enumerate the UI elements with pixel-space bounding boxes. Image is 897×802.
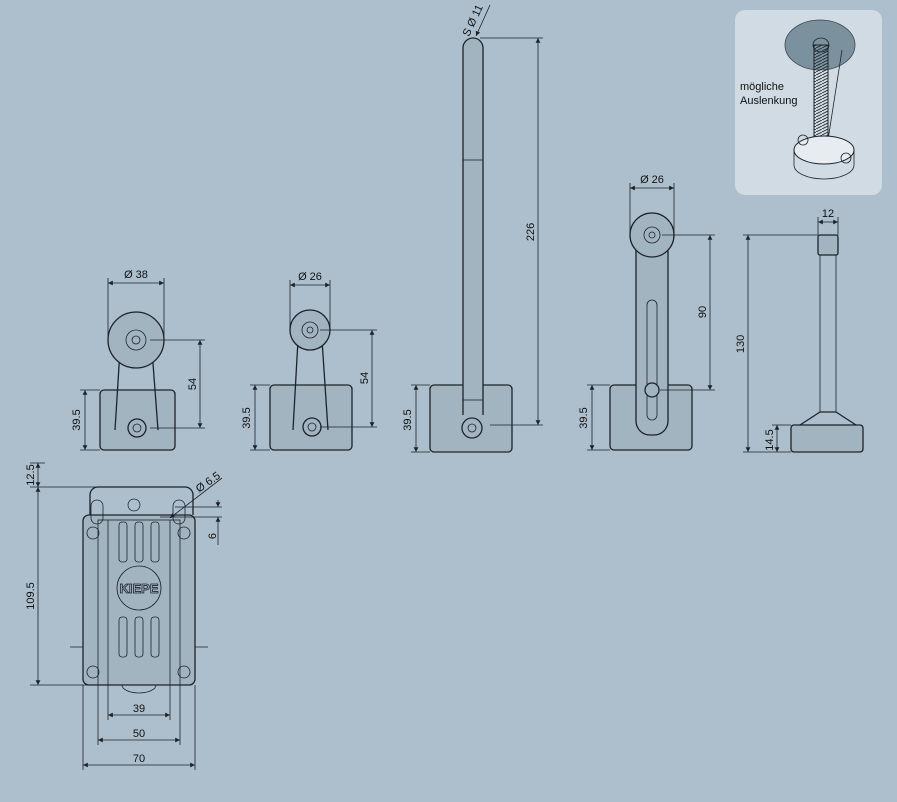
- dim-height: 90: [697, 306, 709, 318]
- view-spring-rod: 12 130 14.5: [735, 208, 864, 453]
- dim-width-mid: 50: [133, 728, 145, 740]
- dim-width-outer: 70: [133, 753, 145, 765]
- view-adjustable-roller: Ø 26 90 39.5: [578, 174, 715, 451]
- dim-diameter: Ø 26: [298, 271, 322, 283]
- dim-top-offset: 12.5: [25, 464, 37, 485]
- dim-height: 130: [735, 335, 747, 353]
- view-rod: S Ø 11 226 39.5: [402, 3, 543, 453]
- dim-base: 39.5: [578, 407, 590, 428]
- dim-base: 39.5: [71, 409, 83, 430]
- dim-hole-diameter: Ø 6.5: [194, 470, 223, 495]
- view-roller-38: Ø 38 54 39.5: [71, 269, 205, 451]
- dim-width: 12: [822, 208, 834, 220]
- dim-base: 14.5: [764, 429, 776, 450]
- dim-length: 109.5: [25, 582, 37, 610]
- dim-tip: S Ø 11: [461, 3, 486, 38]
- view-roller-26: Ø 26 54 39.5: [241, 271, 377, 451]
- dim-height: 54: [187, 378, 199, 390]
- dim-hole-offset: 6: [207, 533, 219, 539]
- dim-diameter: Ø 38: [124, 269, 148, 281]
- dim-height: 54: [359, 372, 371, 384]
- dim-base: 39.5: [402, 409, 414, 430]
- deflection-inset: mögliche Auslenkung: [735, 10, 882, 195]
- dim-diameter: Ø 26: [640, 174, 664, 186]
- dim-base: 39.5: [241, 407, 253, 428]
- inset-caption-line1: mögliche: [740, 81, 784, 93]
- dim-length: 226: [525, 223, 537, 241]
- bottom-view: KIEPE 12.5 109.5 Ø 6.5 6 39 50 70: [25, 462, 223, 770]
- kiepe-logo: KIEPE: [119, 581, 158, 596]
- inset-caption-line2: Auslenkung: [740, 95, 798, 107]
- dim-width-inner: 39: [133, 703, 145, 715]
